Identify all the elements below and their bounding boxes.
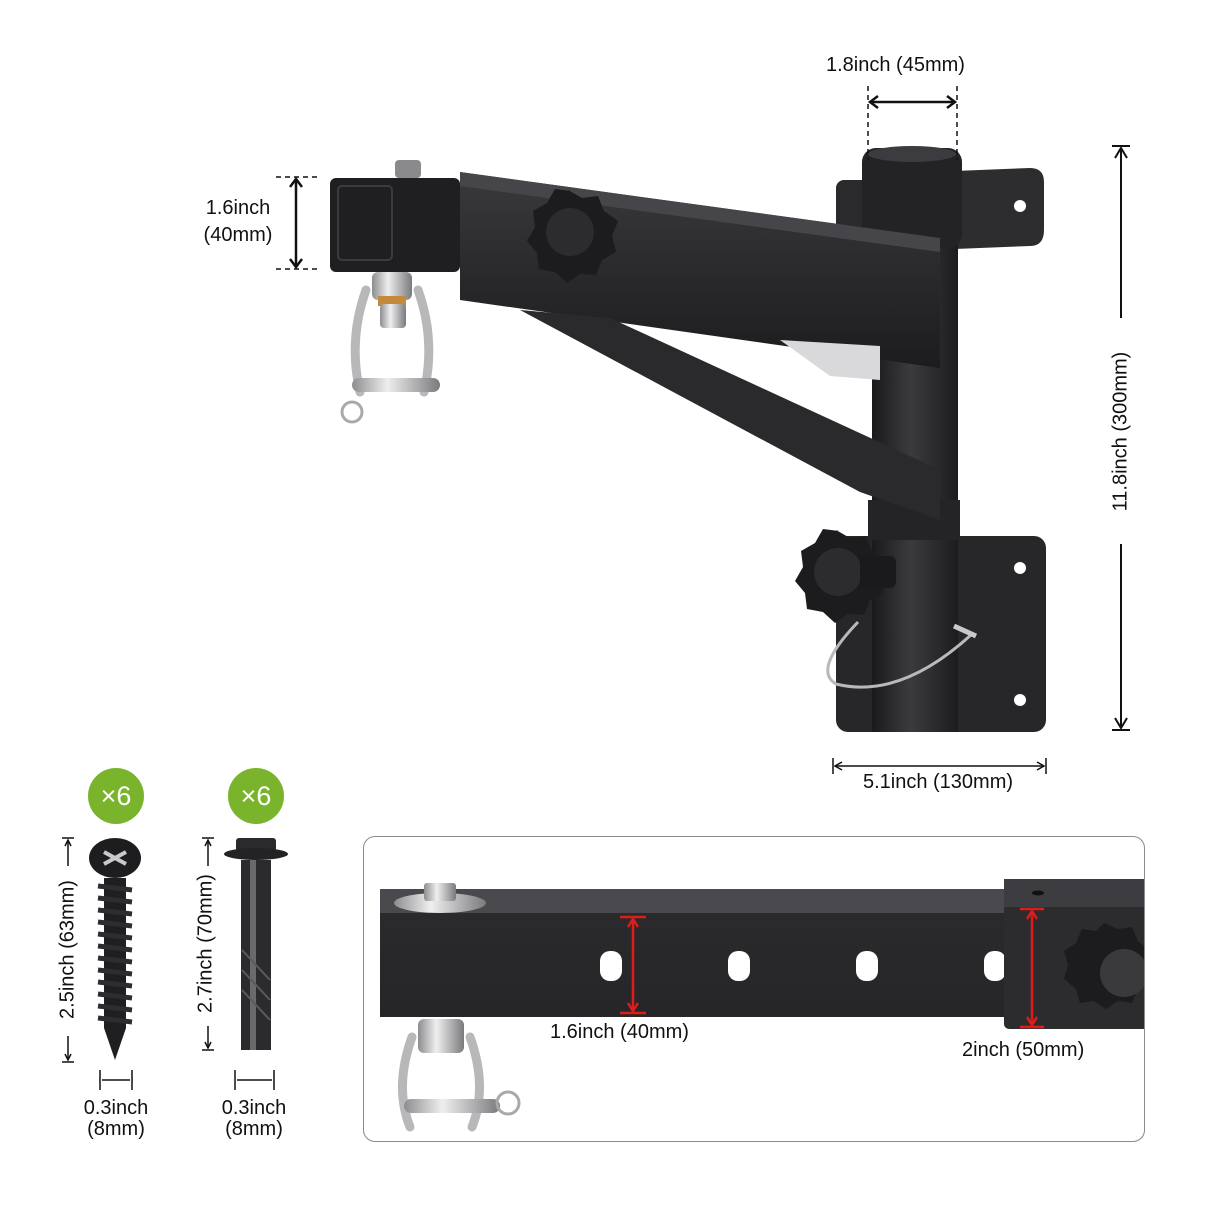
- adjust-hole: [856, 951, 878, 981]
- adjust-hole: [600, 951, 622, 981]
- washer: [394, 893, 486, 913]
- quantity-badge: ×6: [228, 768, 284, 824]
- arm-height-label-line2: (40mm): [203, 224, 273, 246]
- bolt-length-label: 2.7inch (70mm): [194, 874, 217, 1013]
- arm-height-dimension: [276, 176, 318, 270]
- arm-detail-illustration: [380, 879, 1144, 1132]
- screw-diameter-label-line2: (8mm): [87, 1118, 145, 1140]
- plate-width-label: 5.1inch (130mm): [862, 771, 1014, 793]
- bolt-diameter-label-line1: 0.3inch: [221, 1097, 287, 1119]
- bracket-illustration: [276, 86, 1130, 774]
- total-height-dimension: [1112, 145, 1130, 731]
- arm-detail-panel: 1.6inch (40mm) 2inch (50mm): [363, 836, 1145, 1142]
- pole-star-knob: [795, 529, 896, 623]
- screw-length-label: 2.5inch (63mm): [56, 880, 79, 1019]
- diagonal-brace: [520, 310, 940, 520]
- inner-tube-label: 1.6inch (40mm): [550, 1021, 689, 1043]
- plate-width-dimension: [832, 758, 1047, 774]
- adjust-hole: [728, 951, 750, 981]
- hardware-expansion-bolt: ×6 2.7inch (70mm) 0.3inch (8mm): [190, 760, 340, 1160]
- bolt-diameter-label-line2: (8mm): [225, 1118, 283, 1140]
- adjust-hole: [984, 951, 1006, 981]
- bracket-main-view: 1.8inch (45mm) 1.6inch (40mm) 11.8inch (…: [203, 54, 1132, 793]
- swivel-shackle: [340, 272, 440, 424]
- outer-tube-dimension: [1020, 907, 1044, 1029]
- total-height-label: 11.8inch (300mm): [1109, 351, 1132, 512]
- arm-height-label-line1: 1.6inch: [205, 197, 271, 219]
- quantity-badge: ×6: [88, 768, 144, 824]
- lock-pin-loop: [826, 620, 974, 689]
- lag-screw-illustration: [62, 837, 141, 1090]
- detail-swivel-shackle: [398, 1019, 521, 1132]
- pole-diameter-dimension: [867, 86, 958, 160]
- outer-tube-label: 2inch (50mm): [962, 1039, 1085, 1061]
- arm-end-cap: [330, 178, 460, 272]
- inner-tube-dimension: [620, 915, 646, 1015]
- hex-nut: [424, 883, 456, 901]
- expansion-bolt-illustration: [202, 837, 288, 1090]
- arm-star-knob: [527, 189, 618, 283]
- screw-diameter-label-line1: 0.3inch: [83, 1097, 149, 1119]
- hardware-lag-screw: ×6 2.5inch (63mm) 0.3inch (8mm): [0, 760, 190, 1160]
- pole-diameter-label: 1.8inch (45mm): [826, 54, 965, 76]
